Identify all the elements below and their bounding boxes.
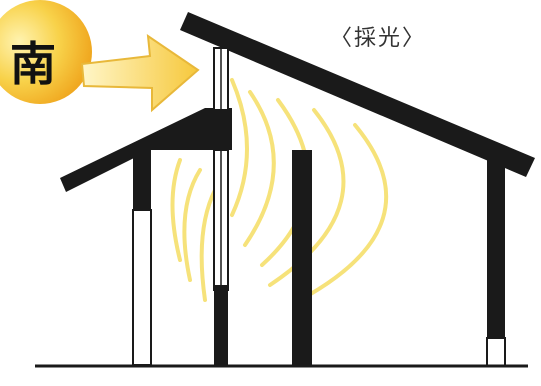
- arrow-icon: [80, 33, 200, 113]
- direction-label: 南: [10, 37, 56, 91]
- diagram-title: 〈採光〉: [330, 26, 427, 51]
- sun-icon: [0, 0, 92, 104]
- interior-post: [292, 150, 312, 366]
- left-wall: [132, 150, 152, 366]
- upper-roof: [180, 12, 535, 177]
- center-post: [213, 149, 229, 365]
- clerestory-window: [213, 47, 229, 111]
- right-wall: [486, 160, 506, 367]
